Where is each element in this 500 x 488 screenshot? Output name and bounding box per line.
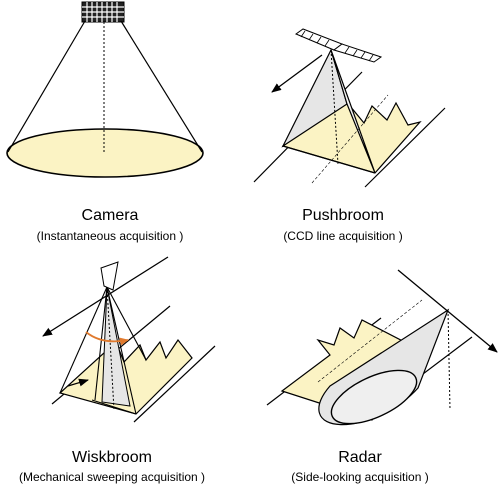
wiskbroom-sweep-arrow-icon [85, 331, 129, 346]
wiskbroom-flight-direction-arrow [42, 256, 169, 337]
wiskbroom-panel: Wiskbroom (Mechanical sweeping acquisiti… [19, 256, 216, 484]
camera-sensor-grid-icon [81, 1, 125, 23]
radar-illuminated-ellipse [330, 369, 418, 425]
camera-field-of-view-lines [7, 20, 203, 153]
wiskbroom-subtitle: (Mechanical sweeping acquisition ) [19, 470, 205, 484]
pushbroom-nadir-dashed [330, 49, 339, 165]
radar-center-track [317, 299, 423, 383]
radar-flight-direction-arrow [397, 269, 498, 353]
camera-panel: Camera (Instantaneous acquisition ) [6, 1, 204, 243]
camera-title: Camera [82, 207, 139, 224]
pushbroom-ccd-line-sensor-icon [294, 28, 383, 63]
wiskbroom-mirror-icon [100, 261, 119, 291]
pushbroom-footprint [281, 99, 422, 174]
pushbroom-flight-direction-arrow [271, 54, 323, 93]
pushbroom-beam-front-edge [282, 145, 376, 174]
radar-title: Radar [338, 449, 382, 466]
radar-subtitle: (Side-looking acquisition ) [291, 470, 428, 484]
radar-panel: Radar (Side-looking acquisition ) [266, 269, 498, 484]
wiskbroom-ground-track-right [133, 345, 216, 423]
camera-footprint [6, 128, 204, 178]
camera-subtitle: (Instantaneous acquisition ) [37, 229, 184, 243]
pushbroom-ground-track-right [364, 107, 446, 188]
pushbroom-subtitle: (CCD line acquisition ) [283, 229, 402, 243]
pushbroom-center-track [311, 94, 389, 184]
wiskbroom-along-track-arrow-icon [67, 378, 89, 387]
pushbroom-panel: Pushbroom (CCD line acquisition ) [253, 28, 446, 243]
wiskbroom-footprint [58, 338, 193, 415]
pushbroom-title: Pushbroom [302, 207, 384, 224]
pushbroom-beam-right-face [330, 49, 376, 174]
wiskbroom-nadir-dashed [106, 286, 115, 411]
wiskbroom-scan-lines [59, 286, 147, 415]
radar-nadir-dashed [447, 309, 451, 411]
wiskbroom-title: Wiskbroom [72, 449, 152, 466]
